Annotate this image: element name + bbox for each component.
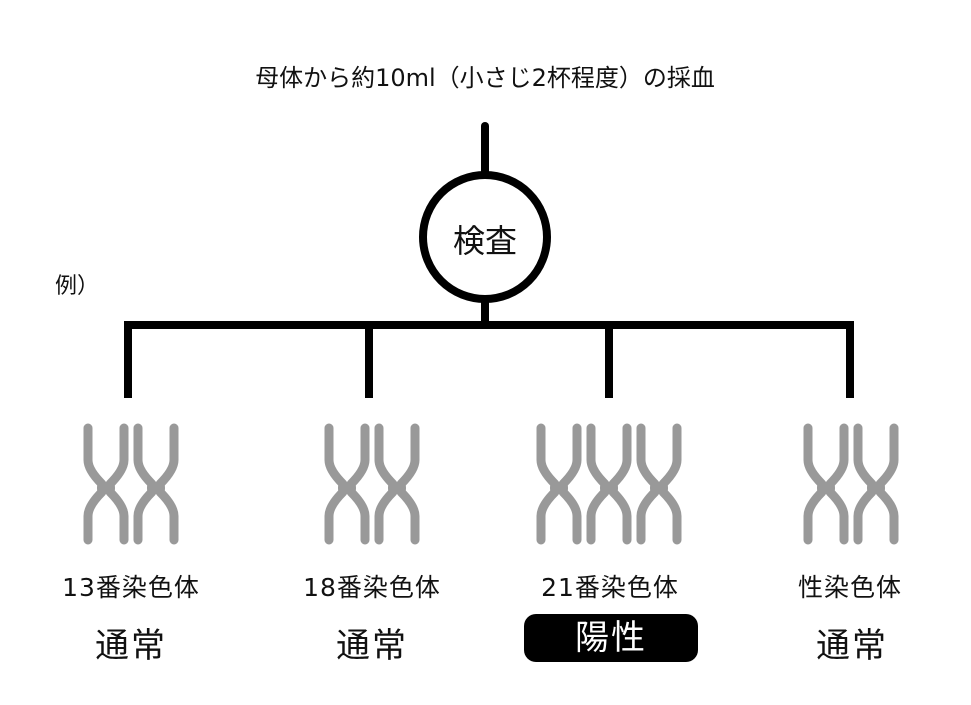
chromosome-icon xyxy=(586,423,632,545)
branch-result: 通常 xyxy=(816,626,888,666)
chromosome-icon xyxy=(83,423,129,545)
chromosome-icon xyxy=(133,423,179,545)
branch-bar xyxy=(124,321,854,398)
positive-badge: 陽性 xyxy=(524,614,698,662)
branch-name: 21番染色体 xyxy=(541,573,679,602)
title: 母体から約10ml（小さじ2杯程度）の採血 xyxy=(255,64,715,92)
chromosome-icon xyxy=(374,423,420,545)
chromosome-icon xyxy=(636,423,682,545)
branch-result: 通常 xyxy=(336,626,408,666)
branch-name: 13番染色体 xyxy=(62,573,200,602)
chromosome-icon xyxy=(853,423,899,545)
branch-name: 18番染色体 xyxy=(303,573,441,602)
example-label: 例） xyxy=(55,274,100,299)
chromosome-icon xyxy=(803,423,849,545)
chromosome-icon xyxy=(324,423,370,545)
test-label: 検査 xyxy=(452,222,518,260)
branch-name: 性染色体 xyxy=(797,573,903,602)
chromosome-icon xyxy=(536,423,582,545)
branch-result: 通常 xyxy=(95,626,167,666)
